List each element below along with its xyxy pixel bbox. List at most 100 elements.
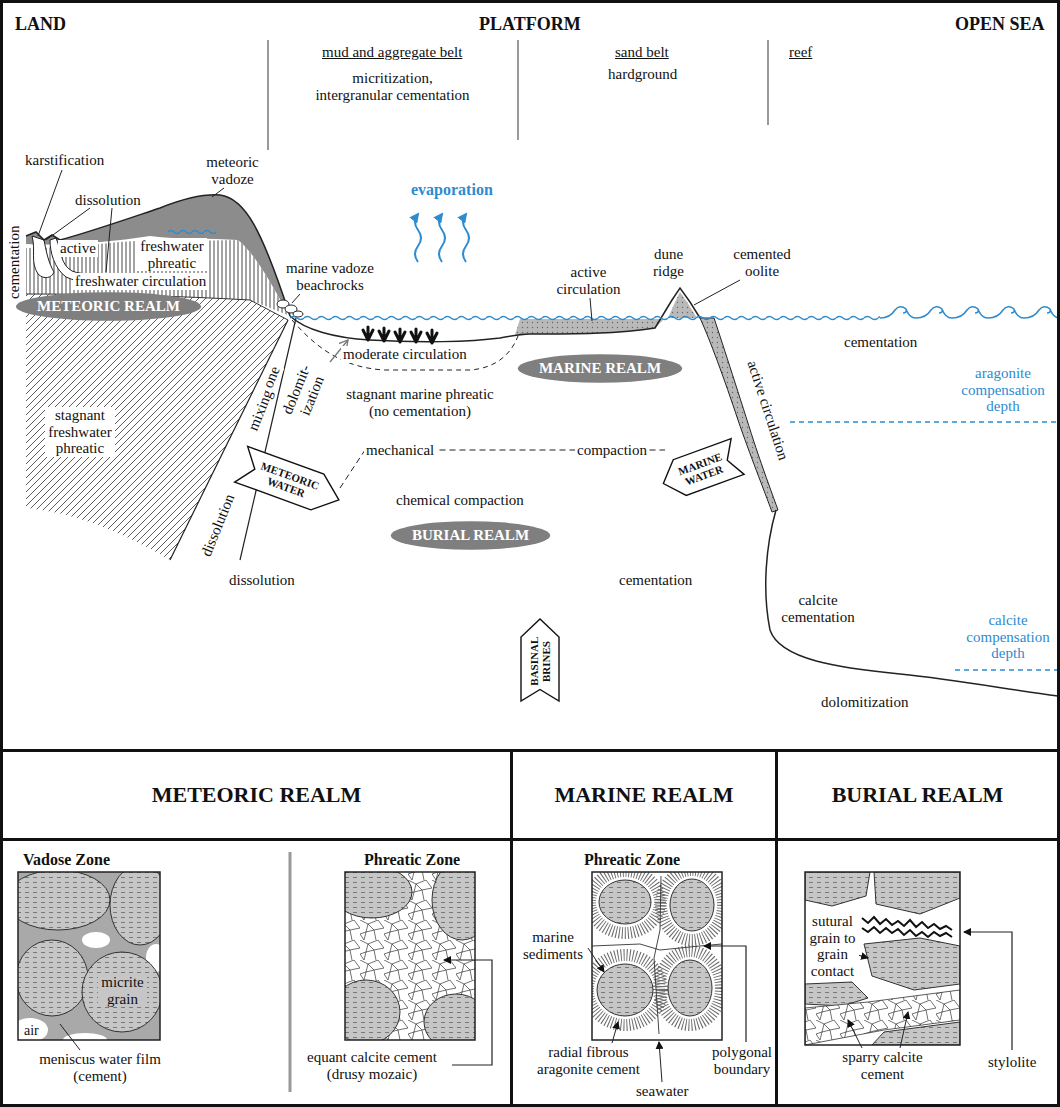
compacted-grain (805, 982, 868, 1006)
panel-heading: Vadose Zone (23, 851, 110, 869)
realm-header-cell: METEORIC REALM (0, 749, 513, 841)
block-arrow-outline (521, 619, 559, 701)
mixing-zone-line (240, 318, 296, 560)
algae (395, 329, 405, 342)
annotation-label: radial fibrous aragonite cement (536, 1044, 641, 1077)
block-arrow-outline (657, 439, 744, 502)
grain (18, 872, 110, 930)
annotation-label: dissolution (229, 572, 295, 589)
annotation-label: stagnant marine phreatic (no cementation… (345, 386, 495, 419)
annotation-label: mixing (244, 386, 277, 435)
realm-ellipse-fill (518, 354, 682, 382)
annotation-label: freshwater phreatic (137, 238, 207, 271)
sand-belt (515, 319, 664, 335)
grain (668, 960, 712, 1016)
brine-arrow: BASINAL BRINES (521, 619, 559, 701)
evaporation-arrow (439, 214, 445, 262)
compacted-grain (872, 1022, 960, 1045)
mixing-zone-line (170, 320, 288, 560)
annotation-label: aragonite compensation depth (960, 365, 1046, 415)
platform-section (290, 214, 1058, 696)
annotation-label: micrite grain (98, 974, 147, 1007)
algae-symbols (363, 327, 437, 343)
realm-ellipse-fill (16, 292, 201, 320)
annotation-label: equant calcite cement (drusy mozaic) (306, 1049, 438, 1082)
breaking-waves (880, 304, 1057, 322)
grain (599, 880, 651, 924)
annotation-label: dissolution (75, 192, 141, 209)
realm-heading: MARINE REALM (554, 782, 733, 807)
annotation-label: marine sediments (522, 929, 584, 962)
annotation-label: chemical compaction (396, 492, 524, 509)
annotation-label: seawater (636, 1083, 688, 1100)
calcite-depth-line (955, 669, 1057, 671)
annotation-label: dolomit- ization (278, 359, 330, 425)
polygonal-boundary (592, 876, 722, 1034)
annotation-label: cementation (844, 334, 917, 351)
water-table (168, 229, 216, 235)
leader-line (212, 188, 224, 197)
annotation-label: marine vadoze beachrocks (285, 260, 375, 293)
annotation-label: dolomitization (821, 694, 909, 711)
air-void (82, 932, 110, 948)
realm-ellipse-fill (391, 521, 550, 549)
realm-label: MARINE REALM (539, 360, 661, 377)
stylolite-seam (862, 927, 952, 937)
burial-texture (805, 872, 960, 1045)
leader-line (588, 948, 604, 972)
evaporation-arrow (463, 214, 469, 262)
zone-divider (289, 852, 292, 1092)
annotation-label: moderate circulation (341, 346, 469, 363)
annotation-label: sutural grain to grain contact (806, 913, 859, 979)
burial-inset (805, 872, 1012, 1050)
panel-heading: Phreatic Zone (364, 851, 460, 869)
annotation-label: calcite cementation (780, 592, 856, 625)
annotation-label: sparry calcite cement (838, 1049, 927, 1082)
divider-line (267, 40, 269, 150)
grain (82, 952, 160, 1032)
fibrous-rim (592, 872, 660, 933)
annotation-label: karstification (25, 152, 104, 169)
sea-floor (290, 288, 700, 342)
panel-heading: Phreatic Zone (584, 851, 680, 869)
realm-label: METEORIC REALM (37, 298, 180, 315)
annotation-label: sand belt (615, 44, 669, 61)
algae (363, 327, 373, 340)
leader-line (292, 294, 300, 303)
slope-profile (766, 510, 1058, 696)
algae (411, 329, 421, 342)
compacted-grain (874, 872, 960, 914)
panel-heading: OPEN SEA (955, 14, 1045, 35)
grain (432, 872, 475, 940)
aragonite-depth-line (790, 421, 1057, 423)
leader-line (590, 298, 592, 321)
annotation-label: active circulation (743, 356, 792, 464)
sea-surface (290, 315, 880, 321)
annotation-label: cemented oolite (732, 246, 792, 279)
inset-frame (18, 872, 160, 1040)
inset-frame (345, 872, 475, 1040)
annotation-label: active circulation (555, 264, 622, 297)
annotation-label: mechanical (364, 442, 436, 459)
annotation-label: active (58, 240, 98, 257)
panel-heading: PLATFORM (479, 14, 581, 35)
grain (110, 872, 160, 945)
annotation-label: stylolite (988, 1054, 1036, 1071)
divider-line (517, 40, 519, 140)
leader-line (60, 1024, 80, 1050)
fibrous-rim (659, 951, 721, 1025)
leader-line (46, 208, 90, 240)
meteoric-phreatic-inset (332, 860, 492, 1065)
evaporation-arrow (415, 214, 421, 262)
panel-heading: LAND (15, 14, 66, 35)
annotation-label: stagnant freshwater phreatic (45, 407, 115, 457)
leader-line (612, 1022, 618, 1043)
leader-line (659, 1042, 662, 1082)
annotation-label: micritization, intergranular cementation (314, 70, 471, 103)
air-void (18, 1018, 48, 1040)
evaporation-arrows (415, 214, 469, 262)
inset-frame (592, 872, 722, 1040)
